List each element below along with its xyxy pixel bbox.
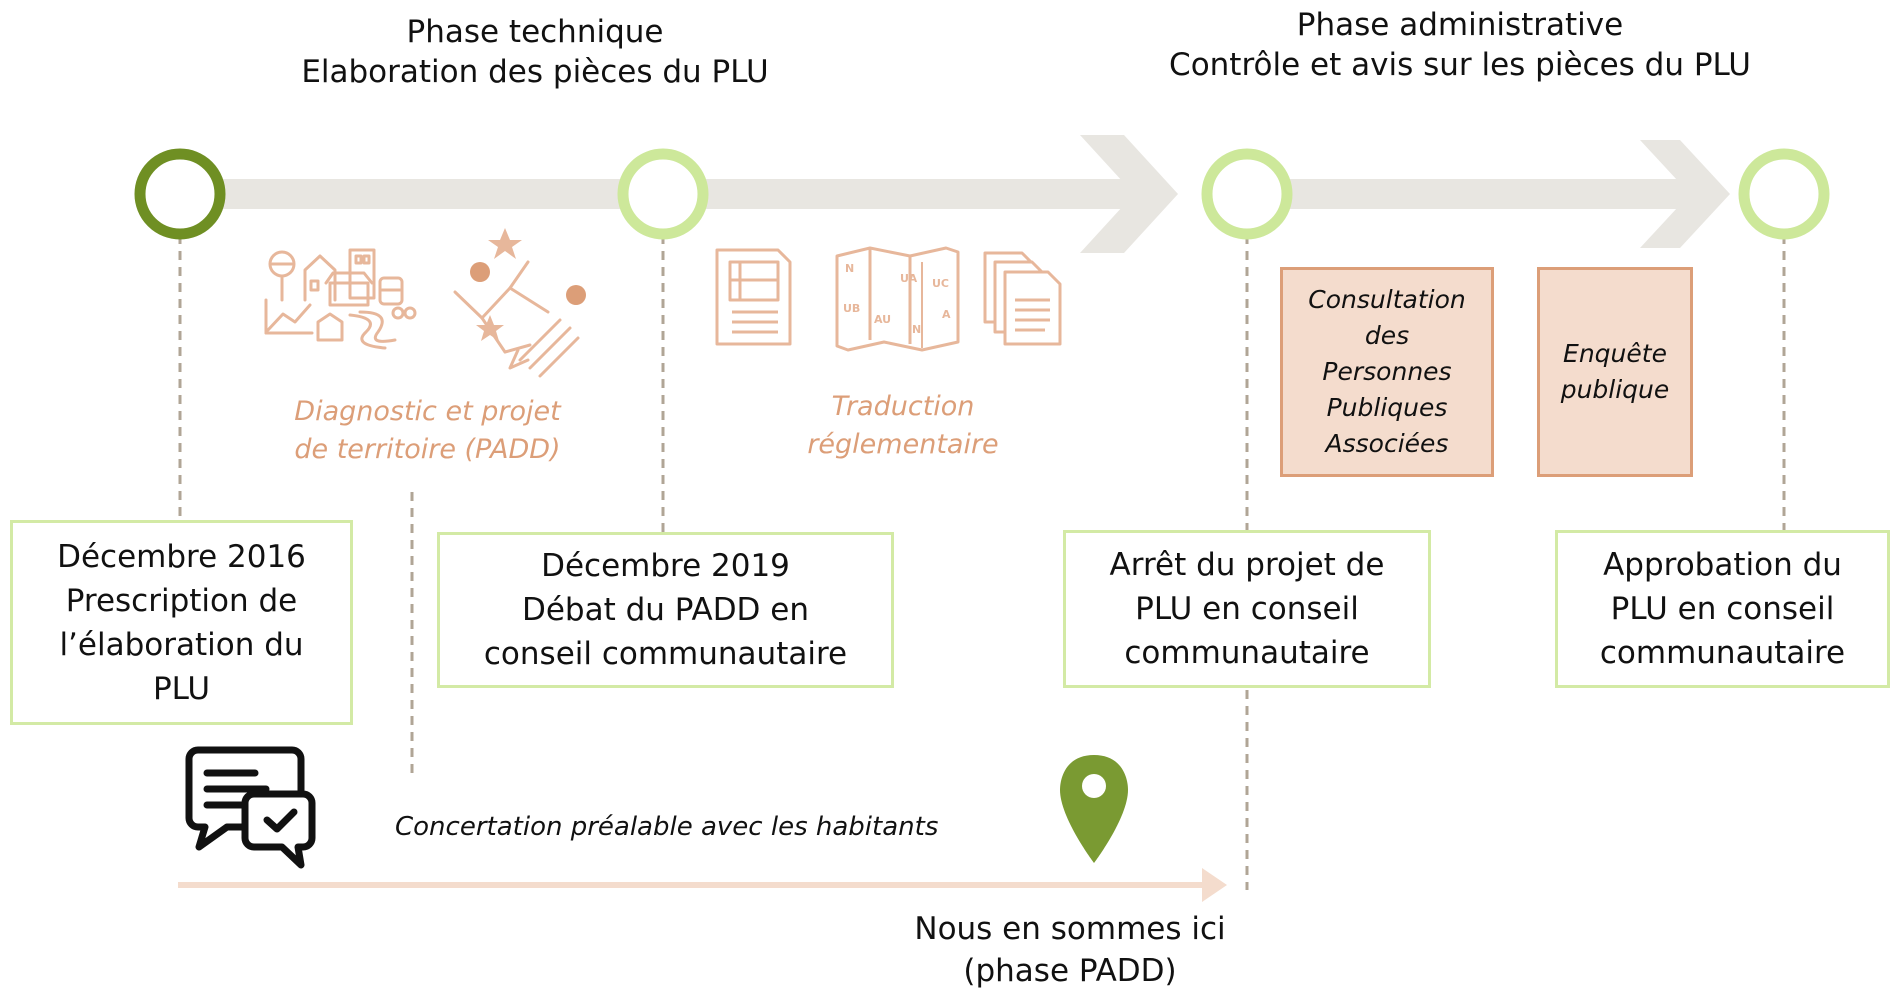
admin-box-line: Consultation <box>1308 285 1466 314</box>
milestone-text-line: Arrêt du projet de <box>1109 547 1385 583</box>
admin-box-line: Publiques <box>1326 393 1448 422</box>
milestone-node <box>617 148 709 240</box>
milestone-text-line: Prescription de <box>65 582 298 619</box>
admin-box-line: publique <box>1560 375 1670 404</box>
step-label-diagnostic: Diagnostic et projet de territoire (PADD… <box>265 393 590 469</box>
documents-stack-icon <box>983 251 1062 346</box>
step-label-line: Traduction <box>831 391 975 422</box>
phase-title-line: Contrôle et avis sur les pièces du PLU <box>1169 47 1751 83</box>
concertation-arrow <box>178 868 1227 902</box>
milestone-text-line: PLU <box>152 670 211 707</box>
zone-label: UC <box>932 277 949 290</box>
zone-label: UA <box>900 272 918 285</box>
milestone-text-line: l’élaboration du <box>59 626 304 663</box>
milestone-text-line: Débat du PADD en <box>521 592 810 628</box>
phase-administrative-title: Phase administrative Contrôle et avis su… <box>1120 5 1800 85</box>
enquete-publique-box: Enquête publique <box>1537 267 1693 477</box>
location-pin-icon <box>1060 755 1128 863</box>
step-label-line: Diagnostic et projet <box>294 396 561 427</box>
milestone-text-line: conseil communautaire <box>483 636 848 672</box>
milestone-node <box>1201 148 1293 240</box>
phase-title-line: Elaboration des pièces du PLU <box>301 54 769 90</box>
milestone-text-line: Décembre 2019 <box>541 548 790 584</box>
phase-title-line: Phase administrative <box>1296 7 1624 43</box>
current-position-line: (phase PADD) <box>963 953 1177 989</box>
zone-label: AU <box>874 313 891 326</box>
admin-box-line: Associées <box>1325 429 1449 458</box>
step-label-traduction: Traduction réglementaire <box>778 388 1028 464</box>
step-label-line: de territoire (PADD) <box>294 434 561 465</box>
milestone-text-line: communautaire <box>1124 635 1370 671</box>
zoning-map-icon: N UA UC UB AU N A <box>835 246 960 352</box>
chat-bubbles-icon <box>185 746 316 869</box>
current-position-label: Nous en sommes ici (phase PADD) <box>890 908 1250 992</box>
admin-box-line: Personnes <box>1322 357 1452 386</box>
current-position-line: Nous en sommes ici <box>914 911 1226 947</box>
milestone-text-line: Approbation du <box>1603 547 1842 583</box>
zone-label: UB <box>843 302 860 315</box>
milestone-node <box>1738 148 1830 240</box>
town-analysis-icon <box>264 248 417 350</box>
zone-label: A <box>942 308 951 321</box>
zone-label: N <box>845 262 854 275</box>
step-label-line: réglementaire <box>807 429 999 460</box>
phase-title-line: Phase technique <box>406 14 664 50</box>
territory-project-map-icon <box>453 228 586 378</box>
milestone-box-prescription: Décembre 2016 Prescription de l’élaborat… <box>10 520 353 725</box>
timeline-arrow-administrative <box>1250 140 1730 248</box>
phase-technique-title: Phase technique Elaboration des pièces d… <box>250 12 820 92</box>
admin-box-line: des <box>1364 321 1410 350</box>
plan-document-icon <box>715 248 792 346</box>
milestone-text-line: PLU en conseil <box>1135 591 1359 627</box>
milestone-text-line: PLU en conseil <box>1610 591 1835 627</box>
milestone-text-line: communautaire <box>1599 635 1846 671</box>
concertation-label: Concertation préalable avec les habitant… <box>395 812 939 842</box>
zone-label: N <box>912 323 921 336</box>
admin-box-line: Enquête <box>1563 339 1667 368</box>
milestone-box-arret-projet: Arrêt du projet de PLU en conseil commun… <box>1063 530 1431 688</box>
milestone-text-line: Décembre 2016 <box>57 538 306 575</box>
milestone-node-completed <box>134 148 226 240</box>
milestone-box-debat-padd: Décembre 2019 Débat du PADD en conseil c… <box>437 532 894 688</box>
milestone-box-approbation: Approbation du PLU en conseil communauta… <box>1555 530 1890 688</box>
consultation-ppa-box: Consultation des Personnes Publiques Ass… <box>1280 267 1494 477</box>
